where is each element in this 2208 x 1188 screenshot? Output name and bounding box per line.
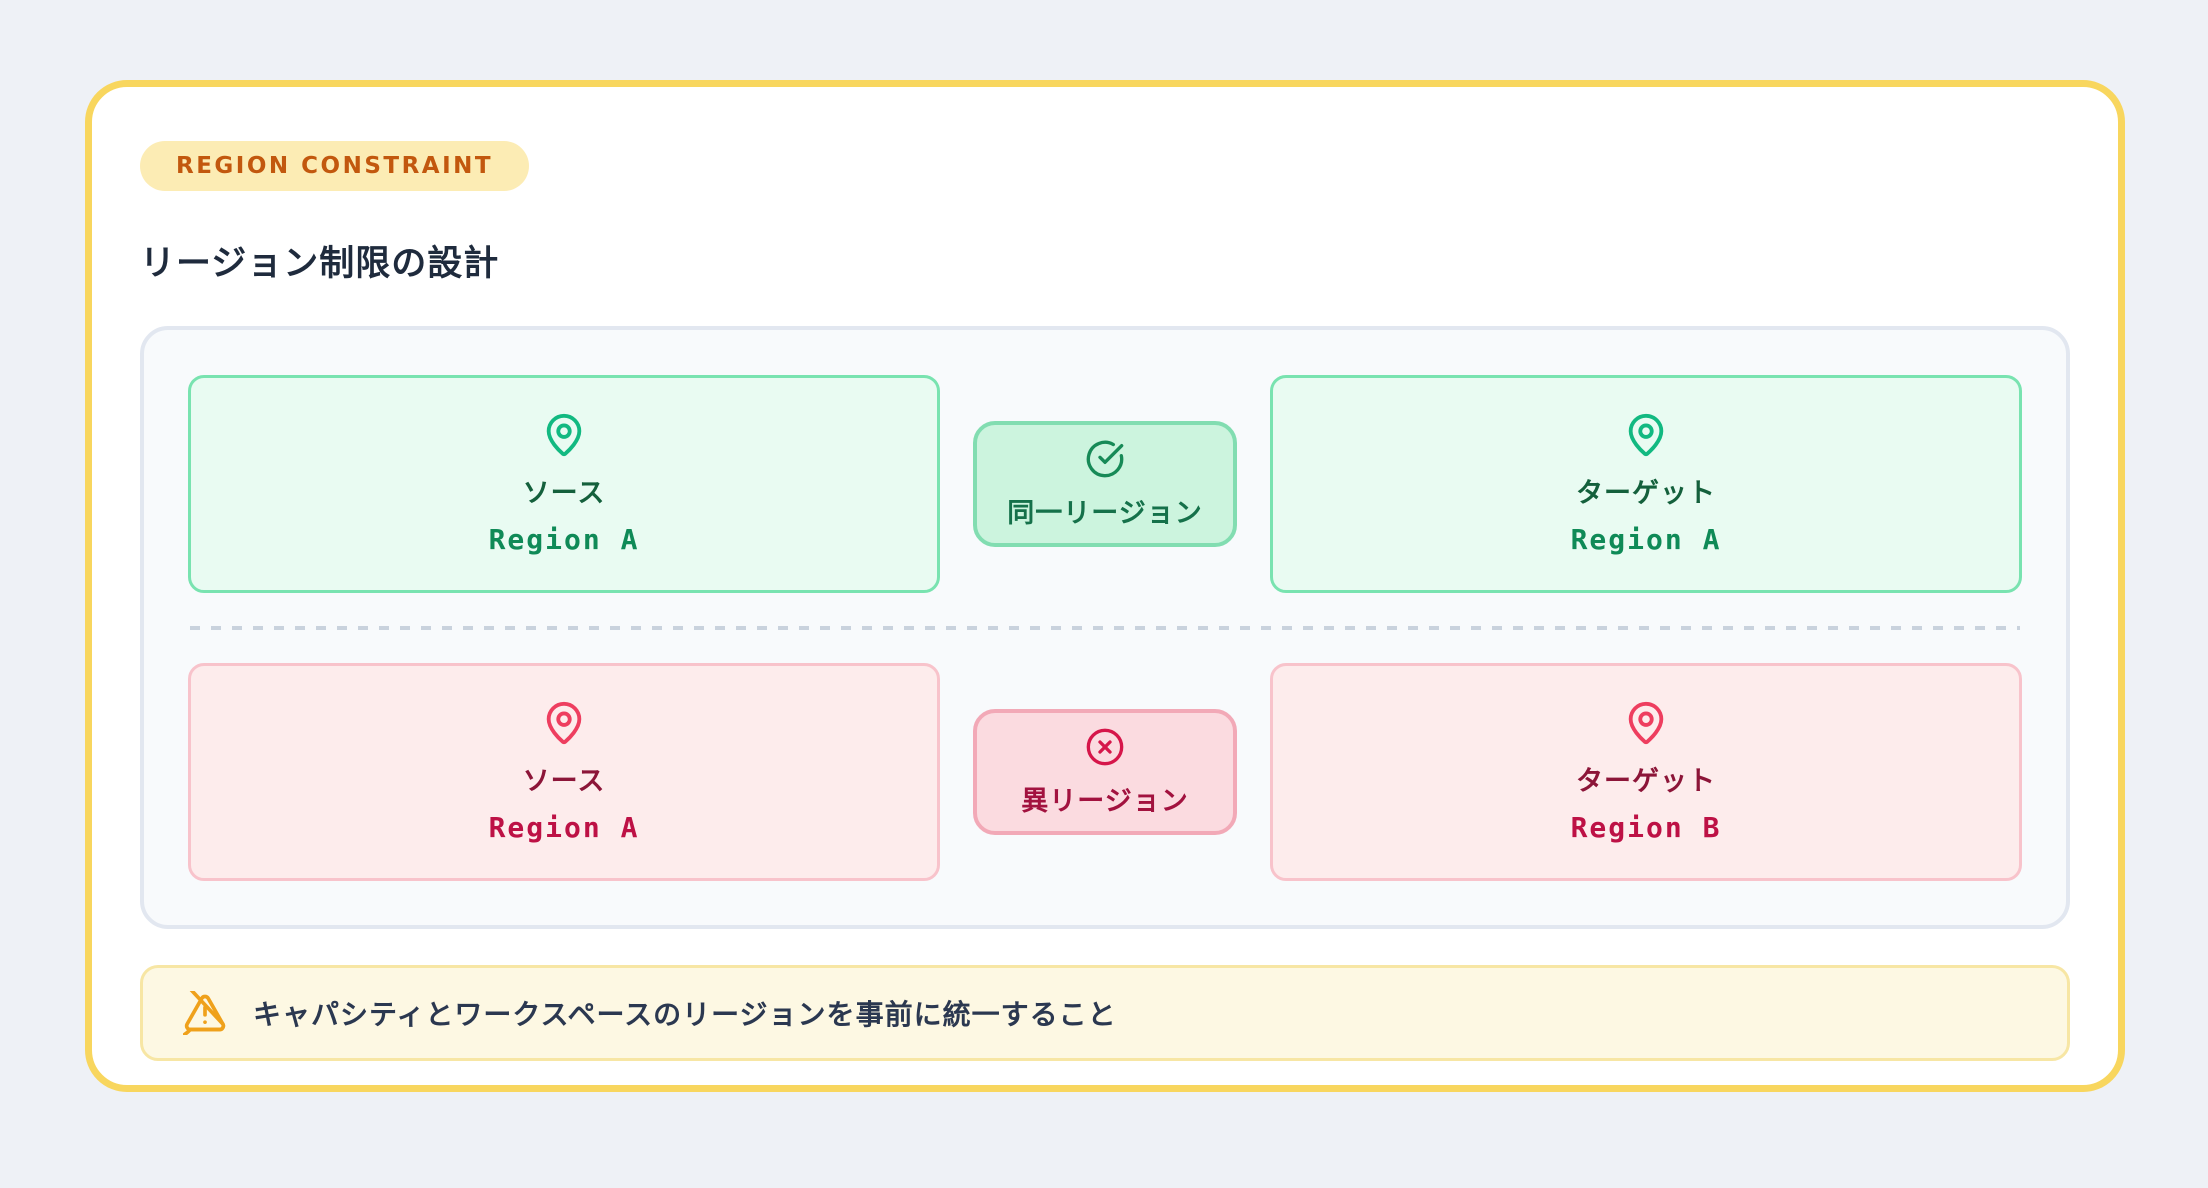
source-card-ok: ソース Region A — [188, 375, 940, 593]
map-pin-icon — [541, 700, 587, 746]
relation-label: 異リージョン — [1021, 785, 1189, 817]
check-circle-icon — [1085, 439, 1125, 483]
map-pin-icon — [1623, 700, 1669, 746]
warning-note: キャパシティとワークスペースのリージョンを事前に統一すること — [138, 961, 2070, 1061]
map-pin-icon — [541, 412, 587, 458]
dashed-divider — [190, 626, 2020, 630]
source-region-value: Region A — [488, 523, 640, 556]
target-card-error: ターゲット Region B — [1270, 663, 2022, 881]
relation-badge-cross-region: 異リージョン — [973, 709, 1237, 835]
target-card-ok: ターゲット Region A — [1270, 375, 2022, 593]
match-row-cross-region: ソース Region A 異リージョン ターゲット Region B — [188, 663, 2022, 881]
target-region-value: Region A — [1570, 523, 1722, 556]
map-pin-icon — [1623, 412, 1669, 458]
source-label: ソース — [522, 478, 606, 509]
source-label: ソース — [522, 766, 606, 797]
target-label: ターゲット — [1576, 766, 1716, 797]
relation-label: 同一リージョン — [1007, 497, 1203, 529]
page-title: リージョン制限の設計 — [140, 244, 500, 284]
warning-triangle-icon — [138, 961, 227, 1041]
relation-badge-same-region: 同一リージョン — [973, 421, 1237, 547]
region-constraint-badge: REGION CONSTRAINT — [140, 141, 530, 191]
match-row-same-region: ソース Region A 同一リージョン ターゲット Region A — [188, 375, 2022, 593]
region-constraint-card: REGION CONSTRAINT リージョン制限の設計 ソース Region … — [85, 80, 2125, 1092]
source-region-value: Region A — [488, 811, 640, 844]
diagram-panel: ソース Region A 同一リージョン ターゲット Region A — [140, 326, 2070, 929]
source-card-error: ソース Region A — [188, 663, 940, 881]
warning-text: キャパシティとワークスペースのリージョンを事前に統一すること — [253, 998, 1117, 1031]
target-region-value: Region B — [1570, 811, 1722, 844]
target-label: ターゲット — [1576, 478, 1716, 509]
x-circle-icon — [1085, 727, 1125, 771]
